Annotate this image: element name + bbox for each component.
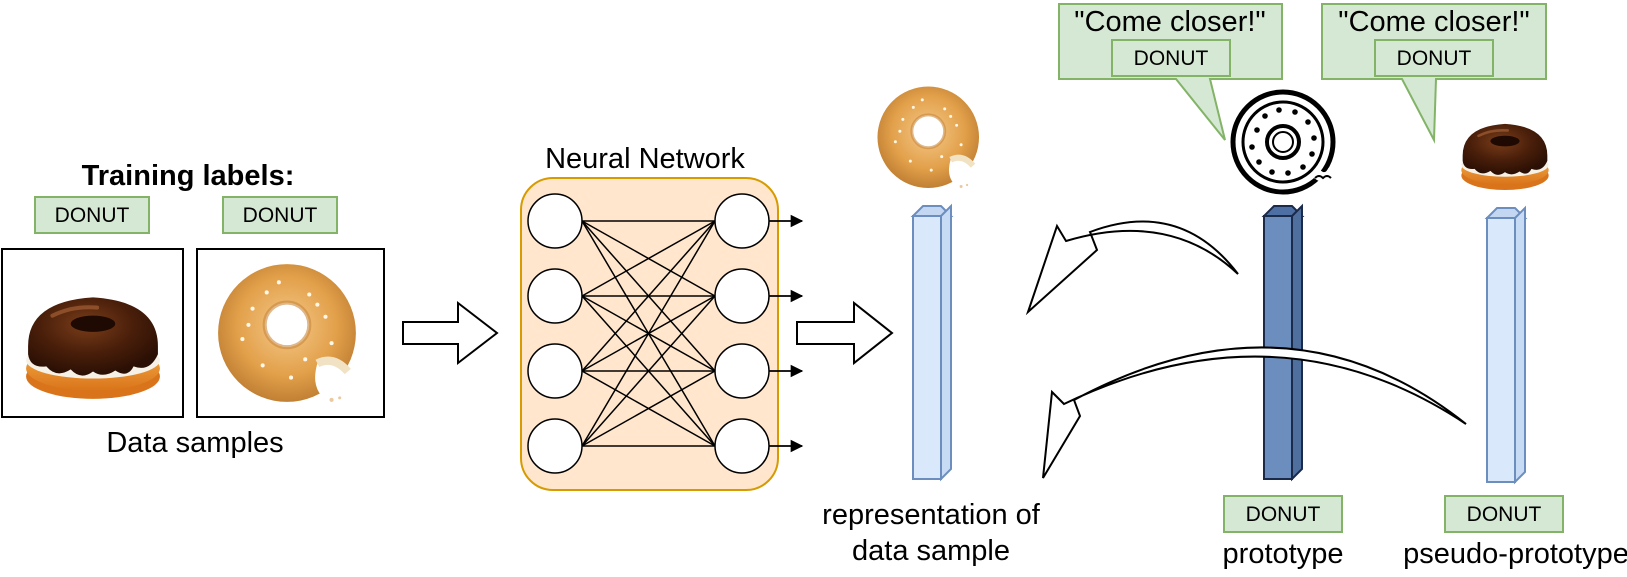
training-label-tag-2: DONUT — [222, 196, 338, 234]
network-connection — [581, 220, 716, 372]
training-labels-heading: Training labels: — [82, 160, 295, 192]
representation-bar — [910, 203, 954, 482]
network-title: Neural Network — [545, 143, 745, 175]
chocolate-donut-icon — [26, 297, 160, 398]
pseudo-prototype-label-text: DONUT — [1467, 503, 1542, 526]
prototype-speech-bubble: "Come closer!" DONUT — [1058, 3, 1283, 141]
network-connections — [581, 220, 716, 447]
prototype-caption: prototype — [1223, 538, 1344, 570]
data-samples-caption: Data samples — [106, 427, 283, 459]
sugar-donut-icon — [218, 264, 356, 402]
pseudo-prototype-caption: pseudo-prototype — [1403, 538, 1627, 570]
prototype-speech-text: "Come closer!" — [1074, 6, 1265, 38]
output-neuron — [714, 418, 770, 474]
pseudo-prototype-speech-text: "Come closer!" — [1338, 6, 1529, 38]
pseudo-prototype-attraction-arrow — [1042, 346, 1467, 479]
pseudo-prototype-speech-bubble: "Come closer!" DONUT — [1321, 3, 1547, 144]
network-outputs — [769, 214, 804, 453]
representation-caption-line2: data sample — [852, 535, 1010, 567]
output-neuron — [714, 193, 770, 249]
pseudo-prototype-bar — [1484, 205, 1528, 485]
input-neuron — [527, 418, 583, 474]
training-label-1-text: DONUT — [55, 204, 130, 227]
prototype-label-text: DONUT — [1246, 503, 1321, 526]
prototype-speech-label: DONUT — [1134, 47, 1209, 70]
output-neuron — [714, 343, 770, 399]
prototype-attraction-arrow — [1025, 220, 1239, 316]
sugar-donut-icon — [877, 86, 979, 188]
prototype-label-tag: DONUT — [1223, 495, 1343, 533]
prototype-bar — [1261, 203, 1305, 482]
input-neuron — [527, 193, 583, 249]
pseudo-prototype-label-tag: DONUT — [1444, 495, 1564, 533]
input-neuron — [527, 268, 583, 324]
network-connection — [581, 295, 716, 447]
pseudo-prototype-speech-label: DONUT — [1397, 47, 1472, 70]
flow-arrow-to-representation — [796, 300, 894, 366]
chocolate-donut-icon — [1459, 122, 1551, 192]
representation-caption-line1: representation of — [822, 499, 1041, 531]
flow-arrow-to-network — [402, 300, 499, 366]
network-connection — [581, 220, 716, 297]
training-label-tag-1: DONUT — [34, 196, 150, 234]
input-neuron — [527, 343, 583, 399]
outline-donut-icon — [1230, 89, 1338, 195]
network-connection — [581, 370, 716, 447]
output-neuron — [714, 268, 770, 324]
training-label-2-text: DONUT — [243, 204, 318, 227]
network-nodes — [527, 193, 770, 474]
network-connection — [581, 220, 716, 447]
